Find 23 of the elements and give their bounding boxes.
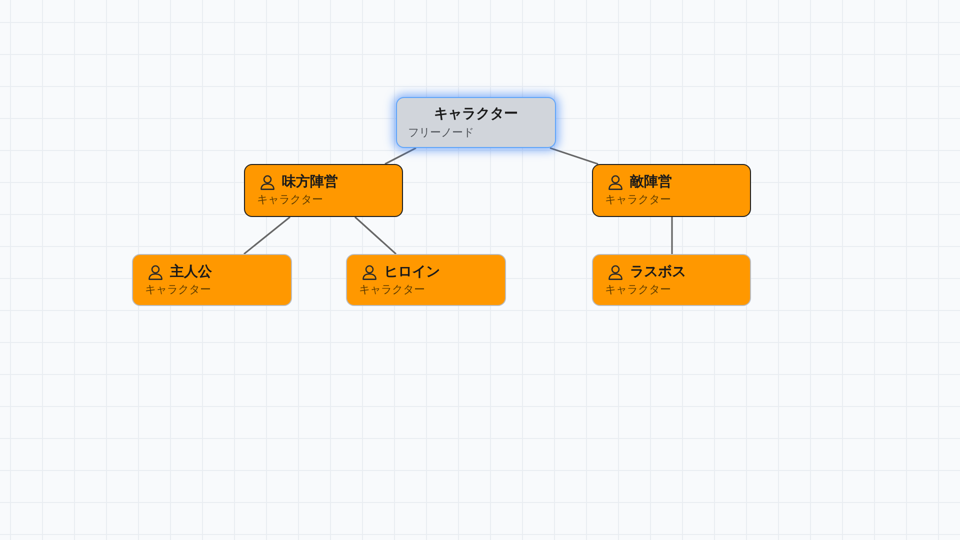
node-title: 主人公 <box>170 264 212 280</box>
node-card <box>244 164 403 217</box>
connector-line <box>384 147 416 165</box>
node-card <box>592 164 751 217</box>
node-subtitle: キャラクター <box>605 283 671 296</box>
node-title: 味方陣営 <box>282 174 338 190</box>
node-card <box>132 254 292 306</box>
node-subtitle: キャラクター <box>145 283 211 296</box>
node-card <box>396 97 556 148</box>
node-subtitle: キャラクター <box>605 193 671 206</box>
connector-line <box>244 216 290 255</box>
node-title: 敵陣営 <box>630 174 672 190</box>
node-title: キャラクター <box>434 106 518 122</box>
node-card <box>592 254 751 306</box>
node-card <box>346 254 506 306</box>
node-title: ラスボス <box>630 264 686 280</box>
node-subtitle: フリーノード <box>408 126 474 139</box>
connector-line <box>671 217 673 254</box>
node-subtitle: キャラクター <box>359 283 425 296</box>
connector-line <box>354 216 397 255</box>
connector-line <box>550 147 598 165</box>
node-subtitle: キャラクター <box>257 193 323 206</box>
node-title: ヒロイン <box>384 264 440 280</box>
